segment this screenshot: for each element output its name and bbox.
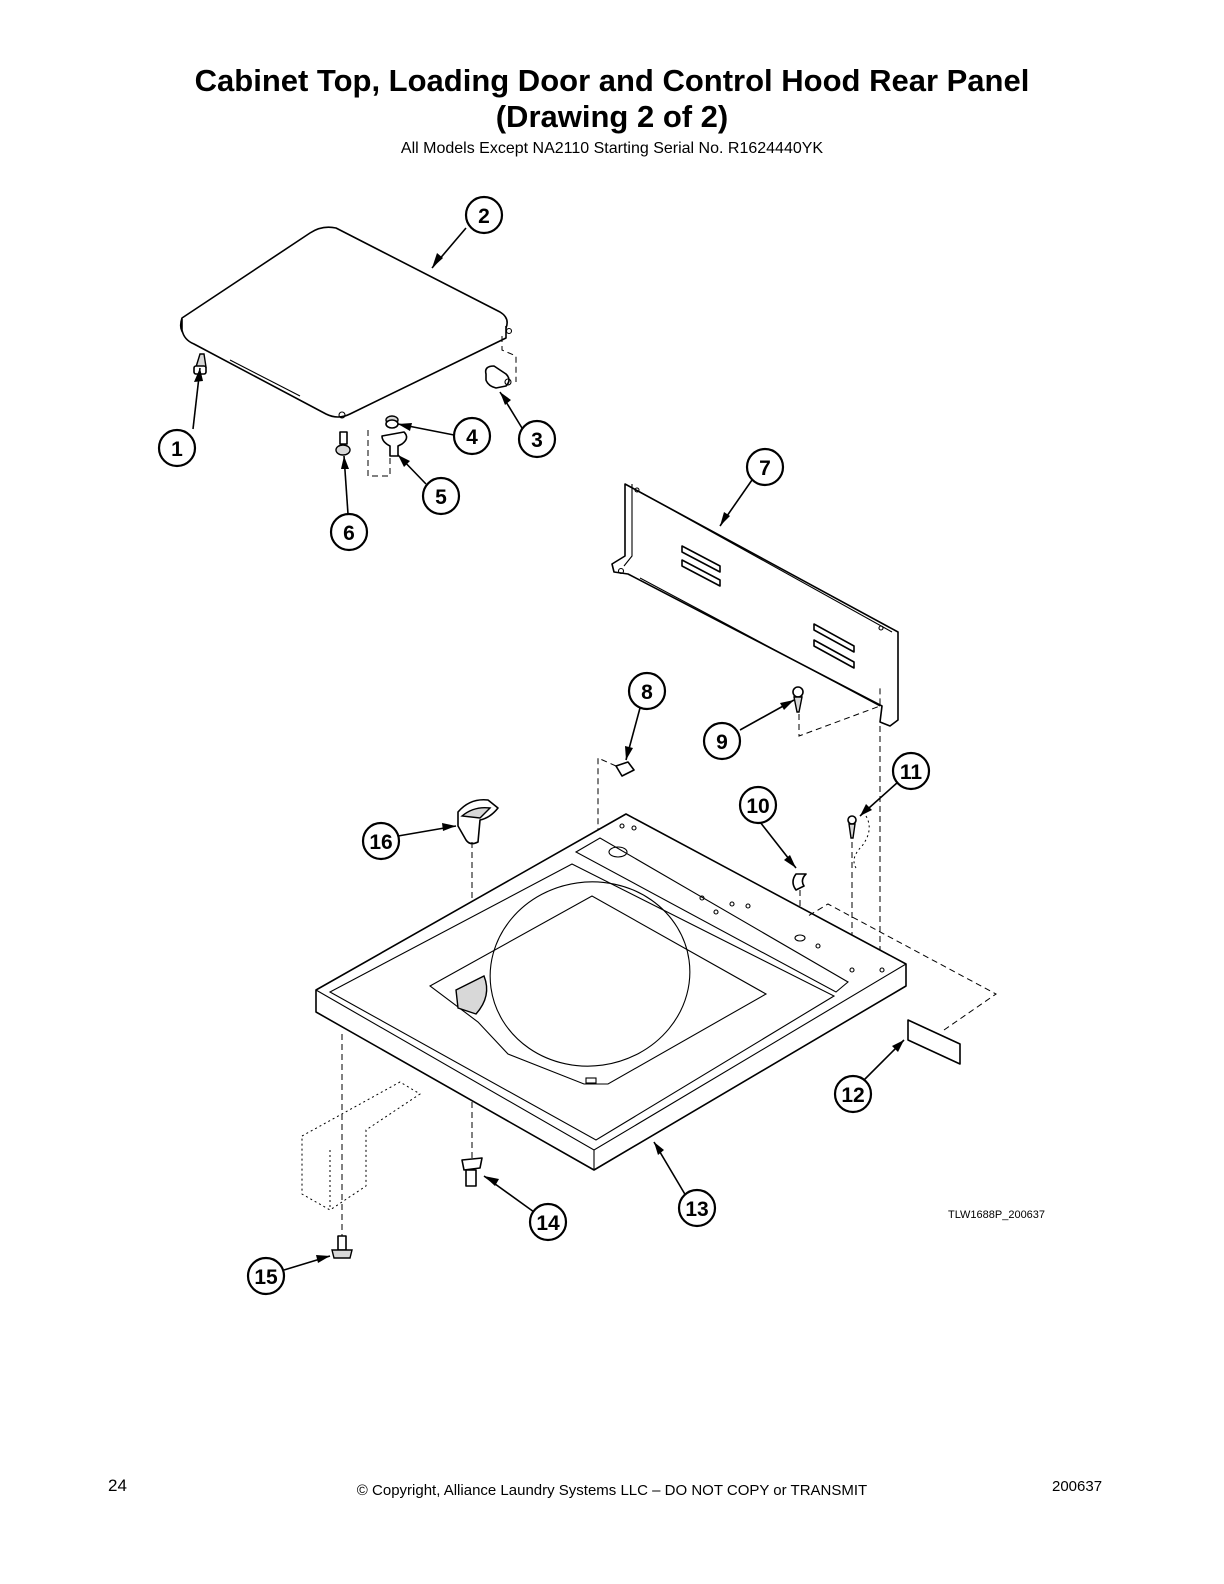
svg-text:9: 9 xyxy=(716,731,728,754)
callout-15: 15 xyxy=(246,1256,286,1296)
callout-5: 5 xyxy=(421,476,461,516)
callout-3: 3 xyxy=(517,419,557,459)
svg-text:7: 7 xyxy=(759,457,771,480)
callout-11: 11 xyxy=(891,751,931,791)
svg-text:5: 5 xyxy=(435,486,447,509)
part-label xyxy=(907,1019,961,1065)
callout-10: 10 xyxy=(738,785,778,825)
svg-text:3: 3 xyxy=(531,429,543,452)
svg-text:16: 16 xyxy=(369,831,392,854)
svg-text:6: 6 xyxy=(343,522,355,545)
part-clip-nut xyxy=(615,761,635,777)
part-washer xyxy=(385,415,399,429)
document-code: 200637 xyxy=(1052,1478,1103,1495)
callout-12: 12 xyxy=(833,1074,873,1114)
part-cabinet-top xyxy=(315,813,907,1171)
svg-text:4: 4 xyxy=(466,426,478,449)
svg-text:11: 11 xyxy=(900,761,923,784)
svg-text:1: 1 xyxy=(171,438,183,461)
svg-text:12: 12 xyxy=(841,1084,864,1107)
part-screw-9 xyxy=(792,686,804,713)
part-screw-11 xyxy=(847,815,870,869)
part-control-hood-rear-panel xyxy=(611,483,899,727)
svg-text:2: 2 xyxy=(478,205,490,228)
copyright-notice: © Copyright, Alliance Laundry Systems LL… xyxy=(356,1482,868,1499)
page-number: 24 xyxy=(108,1476,127,1495)
part-bumper xyxy=(193,353,207,375)
callout-8: 8 xyxy=(627,671,667,711)
callout-13: 13 xyxy=(677,1188,717,1228)
svg-text:14: 14 xyxy=(536,1212,560,1235)
page-subtitle: All Models Except NA2110 Starting Serial… xyxy=(400,140,824,157)
page-title-line1: Cabinet Top, Loading Door and Control Ho… xyxy=(194,63,1030,98)
drawing-code: TLW1688P_200637 xyxy=(948,1209,1045,1221)
part-loading-door xyxy=(179,226,513,419)
part-screw-6 xyxy=(335,431,351,456)
part-wire-clip xyxy=(792,873,807,891)
part-bolt xyxy=(331,1235,353,1259)
callout-9: 9 xyxy=(702,721,742,761)
svg-text:10: 10 xyxy=(746,795,769,818)
callout-4: 4 xyxy=(452,416,492,456)
callout-6: 6 xyxy=(329,512,369,552)
callout-1: 1 xyxy=(157,428,197,468)
svg-text:15: 15 xyxy=(254,1266,278,1289)
part-door-stop xyxy=(381,431,408,457)
part-hinge-clip xyxy=(484,365,512,389)
callout-16: 16 xyxy=(361,821,401,861)
callout-2: 2 xyxy=(464,195,504,235)
part-door-handle xyxy=(457,798,499,845)
svg-text:8: 8 xyxy=(641,681,653,704)
callout-14: 14 xyxy=(528,1202,568,1242)
page-title-line2: (Drawing 2 of 2) xyxy=(495,99,729,134)
callout-7: 7 xyxy=(745,447,785,487)
svg-text:13: 13 xyxy=(685,1198,708,1221)
part-push-rivet xyxy=(461,1157,483,1187)
